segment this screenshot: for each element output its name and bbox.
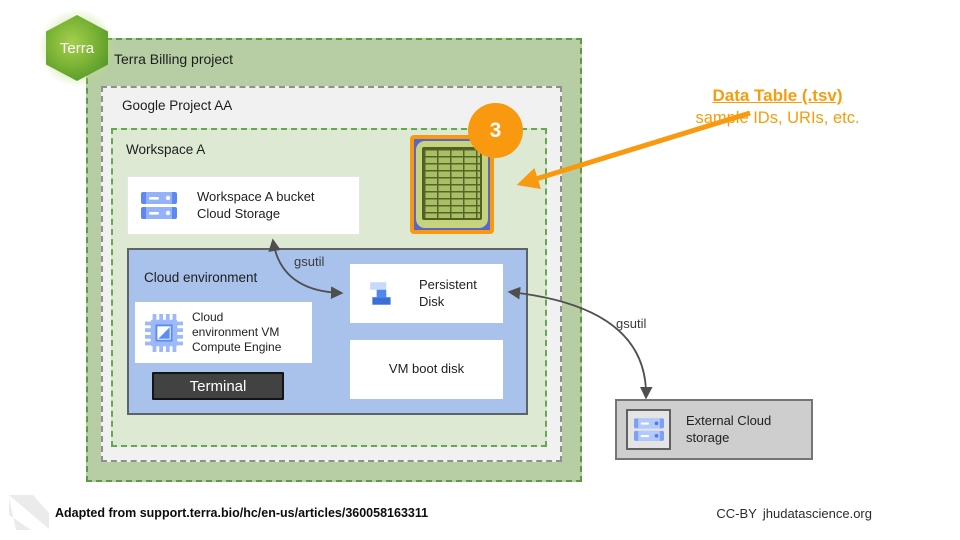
terminal-label: Terminal	[189, 377, 247, 395]
compute-engine-vm-box: Cloud environment VM Compute Engine	[135, 302, 312, 363]
license-attribution: CC-BY jhudatascience.org	[716, 506, 878, 521]
data-table-title: Data Table (.tsv)	[712, 86, 843, 105]
persistent-disk-icon	[367, 278, 397, 310]
vm-boot-disk-box: VM boot disk	[350, 340, 503, 399]
cloud-environment-label: Cloud environment	[144, 270, 258, 285]
external-cloud-storage-box: External Cloud storage	[615, 399, 813, 460]
corner-decoration	[9, 495, 49, 530]
terminal-button[interactable]: Terminal	[152, 372, 284, 400]
google-project-label: Google Project AA	[122, 98, 233, 113]
step-3-number: 3	[489, 118, 502, 142]
external-cloud-storage-icon	[633, 417, 664, 443]
gsutil-label-bucket-disk: gsutil	[294, 254, 325, 269]
cloud-storage-icon	[141, 191, 177, 221]
data-table-icon[interactable]	[410, 135, 494, 234]
workspace-a-label: Workspace A	[126, 142, 206, 157]
compute-engine-icon	[145, 313, 183, 352]
persistent-disk-box: Persistent Disk	[350, 264, 503, 323]
compute-engine-vm-label: Cloud environment VM Compute Engine	[192, 310, 282, 354]
terra-billing-project-label: Terra Billing project	[114, 51, 234, 67]
terra-logo-text: Terra	[59, 39, 95, 57]
external-cloud-storage-label: External Cloud storage	[686, 412, 772, 445]
external-storage-icon-frame	[626, 409, 671, 450]
data-table-annotation: Data Table (.tsv) sample IDs, URIs, etc.	[645, 86, 910, 128]
data-table-grid	[422, 147, 482, 220]
source-attribution: Adapted from support.terra.bio/hc/en-us/…	[55, 506, 429, 520]
workspace-bucket-box: Workspace A bucket Cloud Storage	[127, 176, 360, 235]
step-3-badge: 3	[468, 103, 523, 158]
persistent-disk-label: Persistent Disk	[419, 276, 477, 309]
vm-boot-disk-label: VM boot disk	[388, 361, 465, 377]
workspace-bucket-label: Workspace A bucket Cloud Storage	[197, 188, 315, 221]
data-table-subtitle: sample IDs, URIs, etc.	[695, 109, 860, 127]
gsutil-label-disk-external: gsutil	[616, 316, 647, 331]
license-label: CC-BY	[716, 506, 757, 521]
org-label: jhudatascience.org	[762, 506, 872, 521]
